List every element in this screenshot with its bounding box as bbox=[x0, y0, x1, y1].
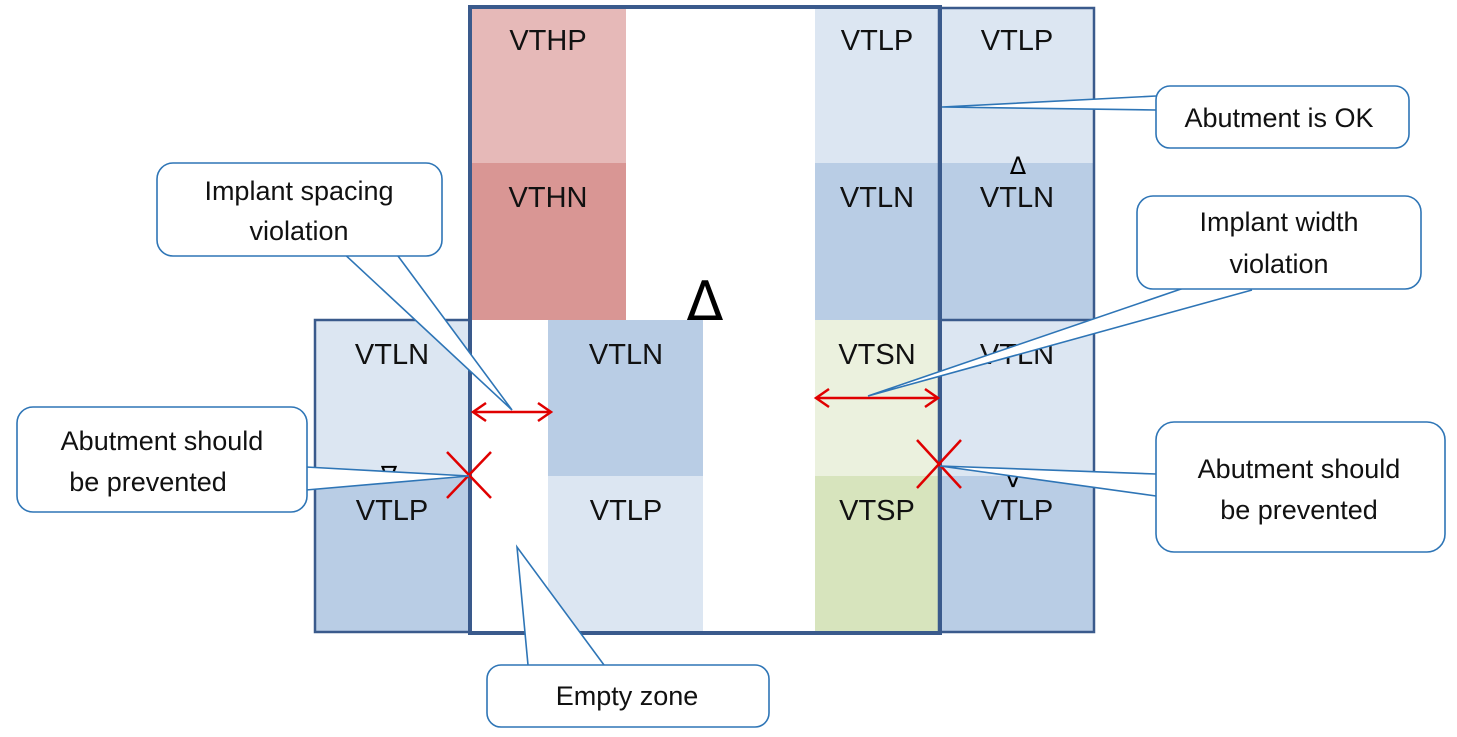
cell-vtln-mid bbox=[815, 163, 939, 320]
cell-vtlp-left bbox=[315, 476, 470, 632]
pointer-prevent-left bbox=[305, 466, 470, 491]
callout-prevent-left-line2: be prevented bbox=[69, 467, 227, 497]
label-vtln-top-right: VTLN bbox=[980, 182, 1054, 214]
callout-abutment-prevent-left: Abutment should be prevented bbox=[16, 406, 308, 513]
pointer-abutment-ok bbox=[941, 95, 1157, 111]
cell-vtlp-top-right bbox=[939, 8, 1094, 163]
label-vtlp-top-mid: VTLP bbox=[841, 25, 914, 57]
callout-prevent-left-line1: Abutment should bbox=[61, 426, 264, 456]
label-vthp: VTHP bbox=[509, 25, 586, 57]
callout-implant-spacing-violation: Implant spacing violation bbox=[156, 162, 443, 257]
pointer-empty-zone bbox=[515, 544, 605, 666]
callout-empty-zone: Empty zone bbox=[486, 664, 770, 728]
outline-center-block bbox=[468, 5, 942, 635]
label-vtlp-center: VTLP bbox=[590, 495, 663, 527]
callout-abutment-ok: Abutment is OK bbox=[1155, 85, 1410, 149]
cell-vthp bbox=[471, 8, 626, 163]
spacing-double-arrow bbox=[470, 401, 554, 423]
pointer-width bbox=[867, 287, 1253, 397]
callout-spacing-line1: Implant spacing bbox=[204, 176, 393, 206]
cell-vtln-center bbox=[548, 320, 703, 476]
label-vtlp-left: VTLP bbox=[356, 495, 429, 527]
label-vtsn: VTSN bbox=[838, 339, 915, 371]
cell-vtlp-top-mid bbox=[815, 8, 939, 163]
cell-vthn bbox=[471, 163, 626, 320]
callout-empty-zone-text: Empty zone bbox=[556, 681, 699, 711]
label-vtsp: VTSP bbox=[839, 495, 915, 527]
callout-spacing-line2: violation bbox=[249, 216, 348, 246]
label-vtln-center: VTLN bbox=[589, 339, 663, 371]
cell-vtlp-center bbox=[548, 476, 703, 632]
prevent-x-mark-left bbox=[446, 451, 492, 499]
pointer-spacing bbox=[339, 249, 513, 411]
callout-width-line1: Implant width bbox=[1199, 207, 1358, 237]
pointer-prevent-right bbox=[939, 465, 1157, 497]
cell-vtsp bbox=[815, 476, 939, 632]
label-vtln-left: VTLN bbox=[355, 339, 429, 371]
label-vtlp-top-right: VTLP bbox=[981, 25, 1054, 57]
label-vtln-mid: VTLN bbox=[840, 182, 914, 214]
cell-vtln-top-right bbox=[939, 163, 1094, 320]
width-double-arrow bbox=[813, 387, 941, 409]
callout-abutment-ok-text: Abutment is OK bbox=[1184, 103, 1373, 133]
callout-implant-width-violation: Implant width violation bbox=[1136, 195, 1422, 290]
callout-abutment-prevent-right: Abutment should be prevented bbox=[1155, 421, 1446, 553]
callout-prevent-right-line1: Abutment should bbox=[1198, 454, 1401, 484]
label-vtlp-bottom-right: VTLP bbox=[981, 495, 1054, 527]
label-vthn: VTHN bbox=[509, 182, 588, 214]
prevent-x-mark-right bbox=[916, 439, 962, 489]
large-delta-marker: Δ bbox=[687, 270, 724, 333]
cell-vtlp-bottom-right bbox=[939, 476, 1094, 632]
small-delta-marker: Δ bbox=[1010, 152, 1027, 180]
callout-width-line2: violation bbox=[1229, 249, 1328, 279]
callout-prevent-right-line2: be prevented bbox=[1220, 495, 1378, 525]
